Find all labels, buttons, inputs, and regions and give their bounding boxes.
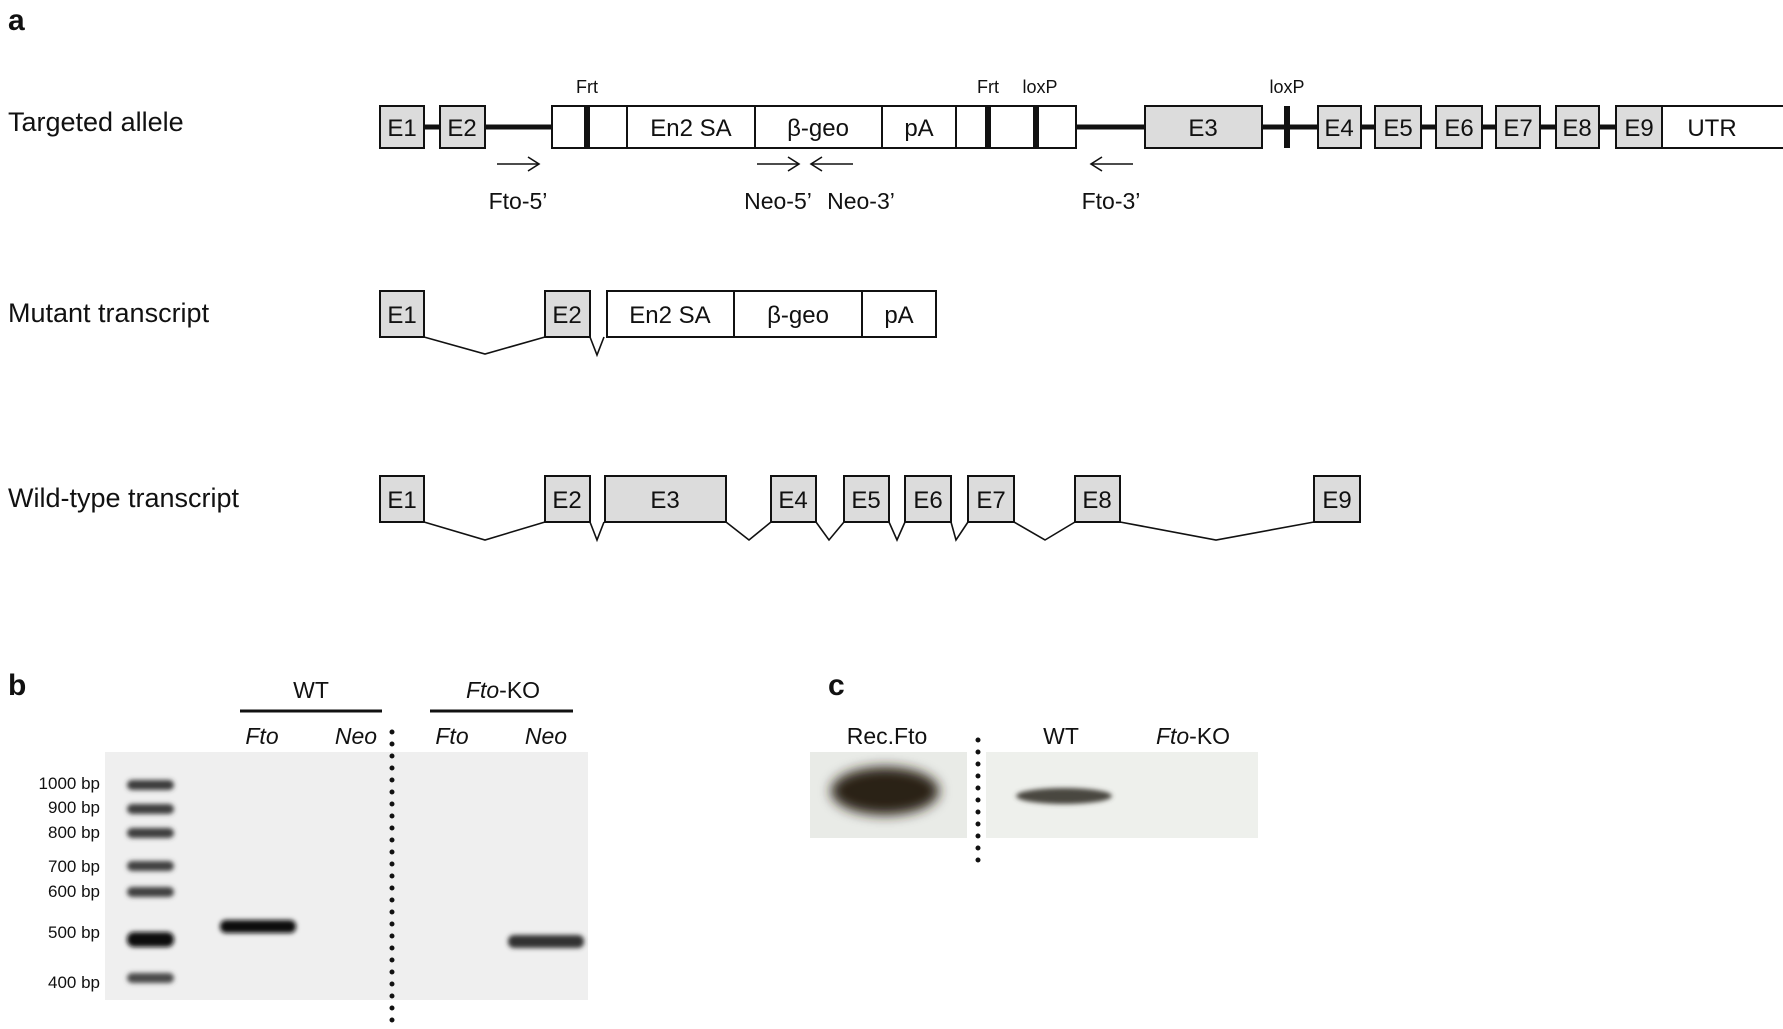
wt-exon-e6	[904, 475, 952, 523]
blot-c-lane-rec-label: Rec.Fto	[847, 723, 928, 749]
wt-exon-e9-label: E9	[1322, 487, 1351, 514]
primer-label-neo3: Neo-3’	[827, 188, 895, 214]
frt-label-2: Frt	[977, 77, 999, 97]
gel-b-ladder-label-800: 800 bp	[48, 823, 100, 842]
wt-exon-e9	[1313, 475, 1361, 523]
gel-b-lane-3-label: Fto	[435, 723, 468, 749]
gel-b-lane-1-label: Fto	[245, 723, 278, 749]
primer-arrow-neo3	[809, 156, 853, 172]
targeted-exon-e8	[1555, 105, 1600, 149]
targeted-exon-e2	[439, 105, 486, 149]
row-label-mutant-transcript: Mutant transcript	[8, 298, 210, 328]
blot-c-band-wt	[1016, 788, 1112, 804]
row-label-wildtype-transcript: Wild-type transcript	[8, 483, 240, 513]
wt-exon-e7	[967, 475, 1015, 523]
wt-exon-e5-label: E5	[851, 487, 880, 514]
gel-b-ladder-label-1000: 1000 bp	[39, 774, 100, 793]
wildtype-transcript-map: E1 E2 E3 E4 E5 E6 E7 E8 E9	[379, 475, 1361, 543]
primer-arrow-fto5	[497, 156, 541, 172]
wt-exon-e5	[843, 475, 890, 523]
gel-b-group-wt: WT	[293, 677, 329, 703]
blot-c-lane-ko-label: Fto-KO	[1156, 723, 1230, 749]
targeted-utr-box	[1661, 105, 1783, 149]
mutant-cassette-block	[606, 290, 937, 338]
targeted-exon-e2-label: E2	[447, 115, 476, 142]
blot-c-lane-wt-label: WT	[1043, 723, 1079, 749]
gel-b-background	[105, 752, 588, 1000]
targeted-exon-e9	[1615, 105, 1663, 149]
gel-b-ladder-label-900: 900 bp	[48, 798, 100, 817]
targeted-exon-e6	[1435, 105, 1483, 149]
wt-exon-e1-label: E1	[387, 487, 416, 514]
mutant-cassette-pa: pA	[884, 302, 913, 329]
targeted-cassette-pa: pA	[904, 115, 933, 142]
wt-exon-e3-label: E3	[650, 487, 679, 514]
blot-c-band-rec-fto	[831, 767, 939, 815]
targeted-exon-e6-label: E6	[1444, 115, 1473, 142]
primer-label-fto3: Fto-3’	[1082, 188, 1141, 214]
primer-label-neo5: Neo-5’	[744, 188, 812, 214]
wt-exon-e7-label: E7	[976, 487, 1005, 514]
panel-label-c: c	[828, 669, 845, 702]
gel-b-band-wt-fto	[220, 920, 296, 933]
wt-exon-e3	[604, 475, 727, 523]
gel-b-lane-4-label: Neo	[525, 723, 567, 749]
primer-arrow-fto3	[1089, 156, 1133, 172]
targeted-exon-e1	[379, 105, 425, 149]
gel-b-ladder-label-400: 400 bp	[48, 973, 100, 992]
gel-b-ladder	[127, 780, 174, 983]
targeted-exon-e1-label: E1	[387, 115, 416, 142]
targeted-cassette-en2sa: En2 SA	[650, 115, 731, 142]
loxp-label-2: loxP	[1269, 77, 1304, 97]
mutant-transcript-map: E1 E2 En2 SA β-geo pA	[379, 290, 937, 358]
wt-exon-e8-label: E8	[1082, 487, 1111, 514]
row-label-targeted-allele: Targeted allele	[8, 107, 184, 137]
wt-exon-e4-label: E4	[778, 487, 807, 514]
gel-b-lane-2-label: Neo	[335, 723, 377, 749]
panel-label-a: a	[8, 4, 25, 37]
targeted-exon-e5	[1374, 105, 1422, 149]
wt-exon-e6-label: E6	[913, 487, 942, 514]
targeted-allele-map: E1 E2 En2 SA β-geo pA Frt Frt loxP loxP …	[379, 77, 1783, 214]
gel-b-ladder-label-500: 500 bp	[48, 923, 100, 942]
wt-exon-e1	[379, 475, 425, 523]
targeted-exon-e5-label: E5	[1383, 115, 1412, 142]
mutant-exon-e1	[379, 290, 425, 338]
loxp-label-1: loxP	[1022, 77, 1057, 97]
wt-exon-e4	[770, 475, 817, 523]
targeted-exon-e8-label: E8	[1562, 115, 1591, 142]
targeted-utr-label: UTR	[1687, 115, 1736, 142]
targeted-exon-e3-label: E3	[1188, 115, 1217, 142]
targeted-exon-e9-label: E9	[1624, 115, 1653, 142]
targeted-exon-e4	[1317, 105, 1362, 149]
targeted-exon-e3	[1144, 105, 1263, 149]
mutant-exon-e2-label: E2	[552, 302, 581, 329]
panel-label-b: b	[8, 669, 26, 702]
mutant-exon-e2	[544, 290, 591, 338]
mutant-exon-e1-label: E1	[387, 302, 416, 329]
gel-b-ladder-label-700: 700 bp	[48, 857, 100, 876]
targeted-exon-e7	[1495, 105, 1541, 149]
gel-panel-b: WT Fto-KO Fto Neo Fto Neo 1000 bp 900 bp…	[39, 677, 588, 1025]
primer-arrow-neo5	[757, 156, 801, 172]
blot-panel-c: Rec.Fto WT Fto-KO	[810, 723, 1258, 869]
frt-label-1: Frt	[576, 77, 598, 97]
gel-b-group-fto-ko: Fto-KO	[466, 677, 540, 703]
targeted-exon-e7-label: E7	[1503, 115, 1532, 142]
mutant-cassette-beta-geo: β-geo	[767, 302, 829, 329]
wt-exon-e2-label: E2	[552, 487, 581, 514]
gel-b-ladder-label-600: 600 bp	[48, 882, 100, 901]
targeted-exon-e4-label: E4	[1324, 115, 1353, 142]
wt-exon-e2	[544, 475, 591, 523]
primer-label-fto5: Fto-5’	[489, 188, 548, 214]
targeted-cassette-beta-geo: β-geo	[787, 115, 849, 142]
gel-b-band-ko-neo	[508, 935, 584, 948]
mutant-cassette-en2sa: En2 SA	[629, 302, 710, 329]
wt-exon-e8	[1074, 475, 1121, 523]
